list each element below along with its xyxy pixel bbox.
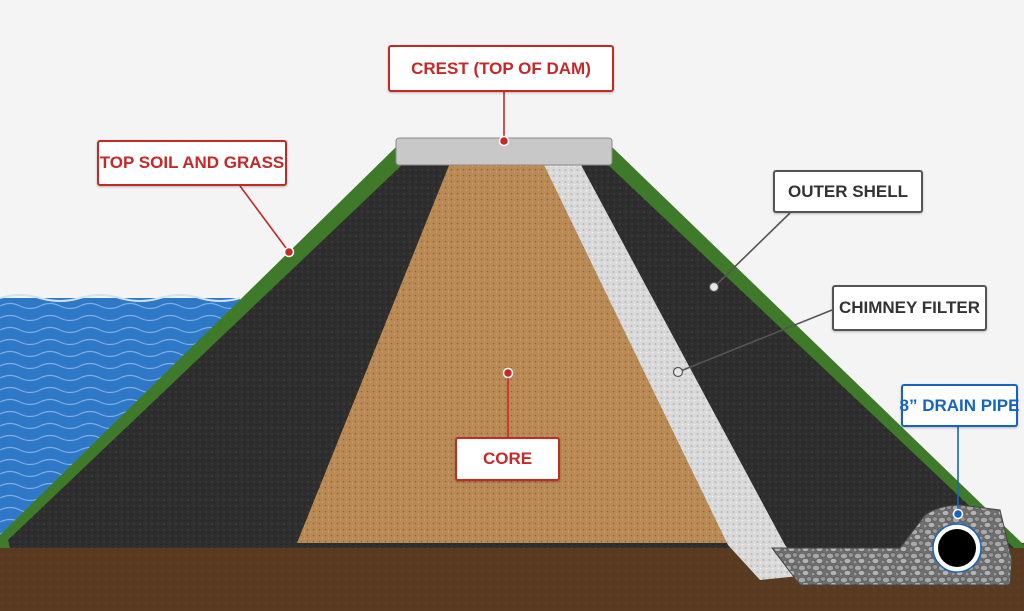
- top-soil-leader: [239, 185, 290, 253]
- callout-lines: [239, 92, 959, 514]
- top-soil-label: TOP SOIL AND GRASS: [97, 140, 287, 186]
- drain-pipe-label: 8” DRAIN PIPE: [900, 384, 1020, 427]
- core-dot: [502, 367, 514, 379]
- callout-dots: [283, 135, 964, 520]
- outer-shell-leader: [713, 212, 791, 288]
- outer-shell-dot: [708, 281, 720, 293]
- core-zone: [297, 163, 728, 543]
- crest-dot: [498, 135, 510, 147]
- chimney-filter-label: CHIMNEY FILTER: [832, 285, 987, 331]
- outer-shell-label: OUTER SHELL: [773, 170, 923, 213]
- drain-pipe: [932, 523, 982, 573]
- core-label: CORE: [455, 437, 560, 481]
- chimney-filter-dot: [672, 366, 684, 378]
- crest-label: CREST (TOP OF DAM): [388, 45, 614, 92]
- top-soil-dot: [283, 246, 295, 258]
- chimney-filter-leader: [677, 309, 833, 373]
- drain-pipe-dot: [952, 508, 964, 520]
